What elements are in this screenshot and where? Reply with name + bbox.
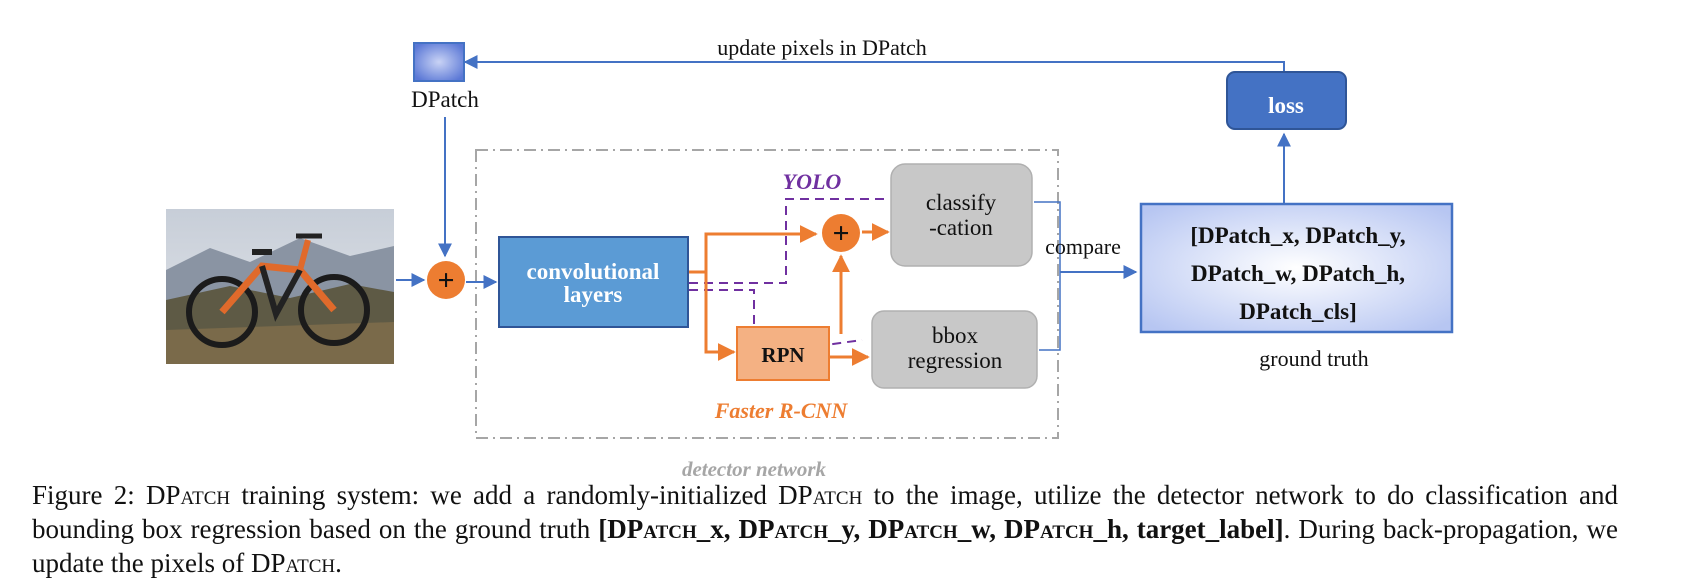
caption-bold-smallcaps: Patch	[758, 514, 828, 544]
caption-text: Figure 2: D	[32, 480, 166, 510]
dpatch-square	[413, 42, 465, 82]
ground-truth-line1: [DPatch_x, DPatch_y,	[1190, 223, 1405, 248]
update-label: update pixels in DPatch	[717, 35, 927, 60]
caption-bold: _x, D	[696, 514, 758, 544]
classification-label-line2: -cation	[929, 215, 993, 240]
conv-layers-box	[498, 236, 689, 328]
dpatch-label: DPatch	[411, 87, 479, 112]
bbox-label-line1: bbox	[932, 323, 979, 348]
classification-box	[890, 163, 1033, 267]
plus-icon: +	[832, 217, 849, 250]
conv-to-adder2-arrow	[689, 225, 818, 274]
rpn-label: RPN	[761, 343, 804, 367]
ground-truth-line2: DPatch_w, DPatch_h,	[1191, 261, 1405, 286]
caption-text: to the image, utilize the detector netwo…	[32, 480, 1618, 544]
input-adder: +	[427, 261, 465, 299]
caption-bold-smallcaps: Patch	[626, 514, 697, 544]
caption-smallcaps: Patch	[270, 548, 336, 578]
conv-to-rpn-arrow	[704, 272, 736, 361]
rpn-box	[736, 326, 830, 381]
caption-bold-group: [DPatch_x, DPatch_y, DPatch_w, DPatch_h,…	[598, 514, 1283, 544]
caption-text: . During back-propagation, we update the…	[32, 514, 1618, 578]
faster-rcnn-label: Faster R-CNN	[714, 398, 849, 423]
dpatch-training-diagram: detector network DPatch update pixels in…	[166, 35, 1454, 476]
caption-bold: _y, D	[827, 514, 888, 544]
loss-label: loss	[1268, 93, 1304, 118]
loss-box	[1226, 71, 1347, 130]
conv-label-line2: layers	[564, 282, 623, 307]
caption-bold: [D	[598, 514, 627, 544]
compare-bracket	[1034, 201, 1061, 351]
roi-adder: +	[822, 214, 860, 252]
compare-label: compare	[1045, 234, 1121, 259]
caption-bold: _w, D	[957, 514, 1024, 544]
update-arrow	[463, 55, 1285, 72]
yolo-label: YOLO	[783, 169, 842, 194]
ground-truth-line3: DPatch_cls]	[1239, 299, 1357, 324]
ground-truth-label: ground truth	[1259, 346, 1368, 371]
yolo-path-top	[689, 198, 889, 284]
classification-label-line1: classify	[926, 190, 997, 215]
caption-smallcaps: Patch	[797, 480, 863, 510]
figure-caption: Figure 2: DPatch training system: we add…	[32, 478, 1618, 580]
caption-bold-smallcaps: Patch	[887, 514, 958, 544]
bbox-regression-box	[871, 310, 1038, 389]
caption-smallcaps: Patch	[165, 480, 231, 510]
detector-network-region	[475, 149, 1059, 439]
ground-truth-box	[1139, 202, 1454, 334]
caption-text: training system: we add a randomly-initi…	[230, 480, 798, 510]
plus-icon: +	[437, 264, 454, 297]
caption-bold: _h, target_label]	[1093, 514, 1284, 544]
bbox-label-line2: regression	[908, 348, 1003, 373]
caption-text: .	[335, 548, 342, 578]
bicycle-image	[166, 209, 394, 364]
caption-bold-smallcaps: Patch	[1023, 514, 1094, 544]
detector-network-label: detector network	[682, 457, 827, 476]
conv-label-line1: convolutional	[527, 259, 660, 284]
